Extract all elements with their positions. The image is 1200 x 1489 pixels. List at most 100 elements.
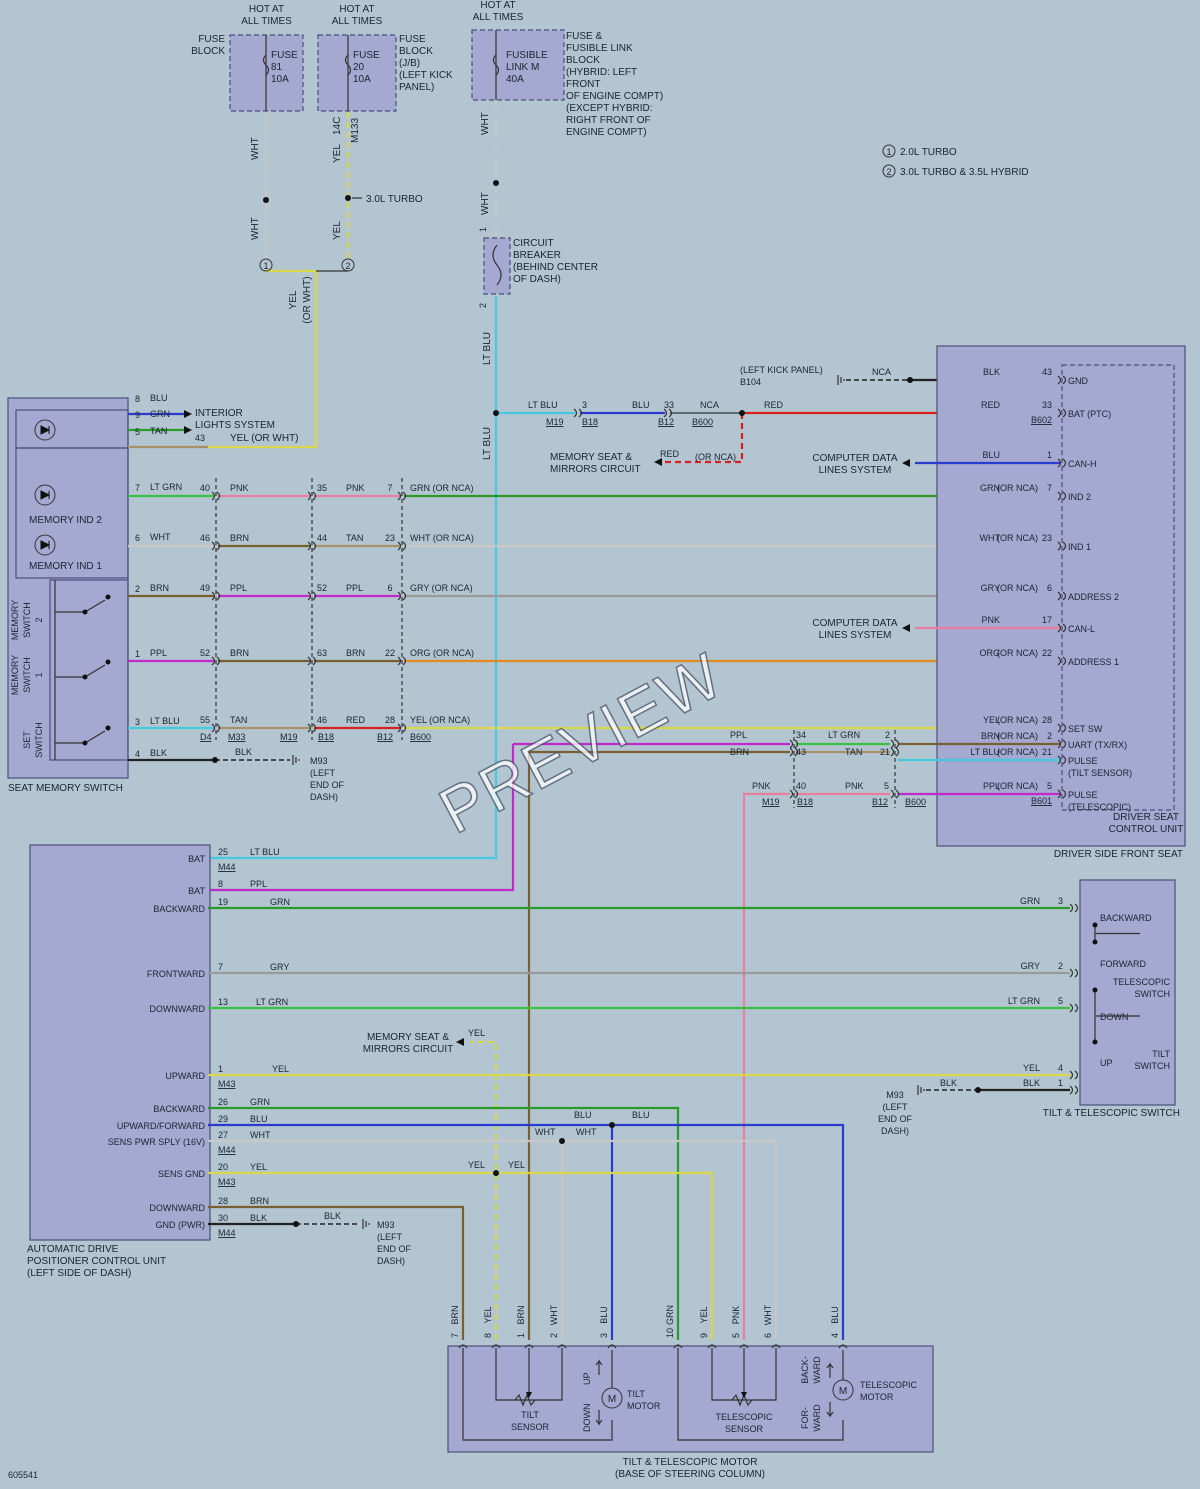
- connector-icon: [307, 491, 317, 501]
- connector-icon: [1057, 591, 1067, 601]
- wire-color-label: RED: [660, 449, 680, 459]
- pin-label: 2: [135, 584, 140, 594]
- wire-color-label: PPL: [983, 781, 1000, 791]
- wire-color-label: (OR NCA): [695, 452, 736, 462]
- switch-contact: [105, 659, 111, 665]
- connector-label: M44: [218, 1228, 236, 1238]
- pin-label: 40: [200, 483, 210, 493]
- switch-contact: [105, 725, 111, 731]
- wire-color-label: PNK: [981, 615, 1000, 625]
- arrow-left-icon: [902, 624, 910, 632]
- connector-icon: [397, 591, 407, 601]
- pin-label: 25: [218, 847, 228, 857]
- wire-color-label: BLU: [830, 1306, 840, 1324]
- pin-label: 9: [699, 1333, 709, 1338]
- pin-label: 2: [549, 1333, 559, 1338]
- wire-color-label: LT BLU: [150, 716, 180, 726]
- pin-label: 1: [1047, 450, 1052, 460]
- switch-position-label: FORWARD: [1100, 959, 1146, 969]
- pin-label: 33: [664, 400, 674, 410]
- connector-icon: [607, 1344, 617, 1349]
- wire-color-label: NCA: [700, 400, 719, 410]
- pin-label: 40: [796, 781, 806, 791]
- wire-color-label: ORG: [979, 648, 1000, 658]
- diode-icon: [40, 425, 51, 435]
- splice-dot: [293, 1221, 299, 1227]
- pin-label: 44: [317, 533, 327, 543]
- connector-label: M133: [350, 118, 361, 143]
- wire-color-label: BLK: [324, 1211, 341, 1221]
- pin-label: 4: [1058, 1063, 1063, 1073]
- memory-circuit-label: MEMORY SEAT &MIRRORS CIRCUIT: [550, 452, 641, 475]
- splice-dot: [493, 180, 499, 186]
- wire-color-label: WHT: [980, 533, 1001, 543]
- motor-icon: [601, 1387, 623, 1409]
- wire-color-label: GRN: [270, 897, 290, 907]
- wire-color-label: YEL: [250, 1162, 267, 1172]
- connector-label: B12: [377, 732, 393, 742]
- wire-color-label: PPL: [230, 583, 247, 593]
- connector-icon: [890, 747, 900, 757]
- fuse-box: [317, 34, 397, 112]
- memory-ind-label: MEMORY IND 1: [29, 561, 102, 572]
- pin-label: 49: [200, 583, 210, 593]
- dsc-pin-label: ADDRESS 2: [1068, 592, 1119, 602]
- wire-brn: [208, 1205, 465, 1340]
- connector-icon: [573, 408, 583, 418]
- wire-color-label: LT BLU: [250, 847, 280, 857]
- motor-icon: [832, 1379, 854, 1401]
- wire-color-label: PNK: [731, 1306, 741, 1325]
- arrow-up-icon: [826, 1362, 834, 1378]
- wire-color-label: (OR NCA): [997, 781, 1038, 791]
- connector-icon: [1057, 408, 1067, 418]
- option-label: 3.0L TURBO: [366, 194, 423, 205]
- fuse-icon: [344, 54, 352, 76]
- wire-color-label: RED: [981, 400, 1001, 410]
- wire-color-label: WHT: [250, 137, 261, 160]
- wire-color-label: YEL: [508, 1160, 525, 1170]
- component-name: SEAT MEMORY SWITCH: [8, 783, 123, 794]
- wire-color-label: WHT: [250, 217, 261, 240]
- driver-seat-control-unit-box: [1061, 364, 1175, 811]
- wire-color-label: PPL: [150, 648, 167, 658]
- wire-color-label: LT BLU: [482, 427, 493, 460]
- connector-icon: [307, 541, 317, 551]
- legend-label: 2.0L TURBO: [900, 147, 957, 158]
- wire-color-label: YEL (OR WHT): [230, 433, 299, 444]
- wire-color-label: BLU: [632, 400, 650, 410]
- adpcu-pin-label: BACKWARD: [153, 904, 205, 914]
- pin-label: 35: [317, 483, 327, 493]
- connector-label: M44: [218, 862, 236, 872]
- internal-wire: [677, 1348, 844, 1441]
- connector-icon: [307, 656, 317, 666]
- connector-icon: [789, 789, 799, 799]
- dsc-pin-label: PULSE(TILT SENSOR): [1068, 756, 1132, 778]
- dsc-pin-label: BAT (PTC): [1068, 409, 1111, 419]
- pin-label: 5: [135, 427, 140, 437]
- adpcu-pin-label: DOWNWARD: [149, 1203, 205, 1213]
- connector-icon: [307, 591, 317, 601]
- adpcu-pin-label: BACKWARD: [153, 1104, 205, 1114]
- pin-label: 3: [582, 400, 587, 410]
- option-circle-1: [259, 258, 273, 272]
- switch-contact: [1092, 987, 1098, 993]
- connector-icon: [1057, 789, 1067, 799]
- connector-icon: [1057, 739, 1067, 749]
- wire-color-label: BRN: [450, 1305, 460, 1324]
- connector-label: B602: [1031, 415, 1052, 425]
- wire-color-label: BRN: [230, 533, 249, 543]
- pin-label: 20: [218, 1162, 228, 1172]
- ground-icon: [837, 375, 845, 385]
- connector-icon: [211, 656, 221, 666]
- legend-number: 1: [886, 147, 891, 157]
- connector-icon: [211, 591, 221, 601]
- connector-icon: [524, 1344, 534, 1349]
- connector-icon: [1057, 723, 1067, 733]
- wire-color-label: PPL: [250, 879, 267, 889]
- fuse-box: [471, 29, 565, 101]
- arrow-down-icon: [595, 1410, 603, 1426]
- wire-color-label: WHT: [763, 1304, 773, 1325]
- wire-color-label: WHT: [576, 1127, 597, 1137]
